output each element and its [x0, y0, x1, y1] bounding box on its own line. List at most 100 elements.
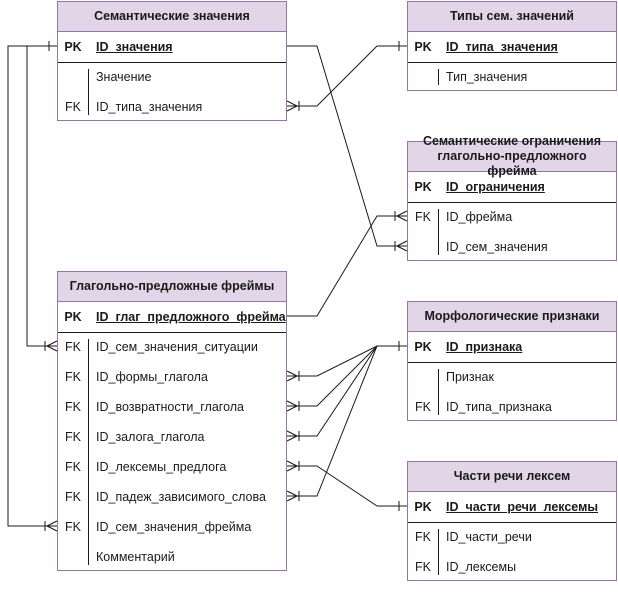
- entity-title: Части речи лексем: [408, 462, 616, 492]
- key-column-divider: [88, 69, 89, 115]
- key-marker: [408, 62, 438, 92]
- primary-key-row[interactable]: PK ID_типа_значения: [408, 32, 616, 63]
- entity-title: Семантические значения: [58, 2, 286, 32]
- attribute-row[interactable]: FK ID_падеж_зависимого_слова: [58, 482, 286, 512]
- field-name: ID_сем_значения_фрейма: [96, 520, 252, 534]
- field-name: ID_падеж_зависимого_слова: [96, 490, 266, 504]
- link-values-to-constraints-crowsfoot: [396, 240, 408, 252]
- attribute-row[interactable]: Признак: [408, 362, 616, 392]
- attribute-row[interactable]: FK ID_залога_глагола: [58, 422, 286, 452]
- attribute-row[interactable]: Значение: [58, 62, 286, 92]
- link-values-to-frame-situation: [26, 45, 57, 347]
- key-marker: PK: [414, 500, 432, 514]
- key-marker: FK: [415, 210, 431, 224]
- link-morph-to-frame-0-crowsfoot: [286, 370, 298, 382]
- key-marker: PK: [64, 40, 82, 54]
- key-column-divider: [88, 339, 89, 565]
- link-morph-to-frame-1-crowsfoot: [286, 400, 298, 412]
- key-marker: [408, 362, 438, 392]
- field-name: ID_возвратности_глагола: [96, 400, 244, 414]
- field-name: Комментарий: [96, 550, 175, 564]
- key-marker: PK: [414, 340, 432, 354]
- attribute-row[interactable]: FK ID_типа_признака: [408, 392, 616, 422]
- field-name: ID_глаг_предложного_фрейма: [96, 310, 286, 324]
- key-marker: FK: [415, 530, 431, 544]
- attribute-row[interactable]: Тип_значения: [408, 62, 616, 92]
- attribute-row[interactable]: FK ID_лексемы: [408, 552, 616, 582]
- link-morph-to-frame-3-crowsfoot: [286, 490, 298, 502]
- link-types-to-values: [287, 45, 407, 107]
- key-marker: FK: [65, 460, 81, 474]
- attribute-row[interactable]: FK ID_сем_значения_ситуации: [58, 332, 286, 362]
- entity-semantic-constraints[interactable]: Семантические ограничения глагольно-пред…: [407, 134, 617, 262]
- primary-key-row[interactable]: PK ID_признака: [408, 332, 616, 363]
- link-lexeme-to-frame: [287, 465, 407, 507]
- key-marker: FK: [415, 400, 431, 414]
- field-name: ID_типа_значения: [446, 40, 558, 54]
- attribute-row[interactable]: ID_сем_значения: [408, 232, 616, 262]
- key-column-divider: [438, 209, 439, 255]
- key-marker: FK: [65, 520, 81, 534]
- key-marker: [58, 62, 88, 92]
- link-types-to-values-crowsfoot: [286, 100, 298, 112]
- field-name: ID_фрейма: [446, 210, 513, 224]
- key-marker: PK: [414, 40, 432, 54]
- key-marker: FK: [65, 340, 81, 354]
- key-marker: [408, 232, 438, 262]
- field-name: ID_части_речи_лексемы: [446, 500, 599, 514]
- entity-title: Морфологические признаки: [408, 302, 616, 332]
- attribute-row[interactable]: FK ID_фрейма: [408, 202, 616, 232]
- link-frames-to-constraints: [287, 215, 407, 317]
- field-name: ID_признака: [446, 340, 523, 354]
- entity-title: Типы сем. значений: [408, 2, 616, 32]
- attribute-row[interactable]: FK ID_лексемы_предлога: [58, 452, 286, 482]
- attribute-row[interactable]: FK ID_возвратности_глагола: [58, 392, 286, 422]
- attribute-row[interactable]: Комментарий: [58, 542, 286, 572]
- key-column-divider: [438, 69, 439, 85]
- link-morph-to-frame-2-crowsfoot: [286, 430, 298, 442]
- key-marker: FK: [65, 100, 81, 114]
- link-morph-to-frame-2: [287, 345, 407, 437]
- field-name: ID_ограничения: [446, 180, 545, 194]
- field-name: ID_лексемы_предлога: [96, 460, 227, 474]
- key-marker: FK: [65, 490, 81, 504]
- field-name: Признак: [446, 370, 494, 384]
- key-marker: FK: [65, 400, 81, 414]
- key-marker: [58, 542, 88, 572]
- field-name: Значение: [96, 70, 152, 84]
- key-marker: FK: [65, 430, 81, 444]
- link-morph-to-frame-3: [287, 345, 407, 497]
- link-morph-to-frame-0: [287, 345, 407, 377]
- link-lexeme-to-frame-crowsfoot: [286, 460, 298, 472]
- field-name: Тип_значения: [446, 70, 528, 84]
- field-name: ID_залога_глагола: [96, 430, 205, 444]
- primary-key-row[interactable]: PK ID_ограничения: [408, 172, 616, 203]
- field-name: ID_сем_значения: [446, 240, 548, 254]
- link-values-to-frame-meaning-crowsfoot: [46, 520, 58, 532]
- key-column-divider: [438, 369, 439, 415]
- field-name: ID_типа_признака: [446, 400, 552, 414]
- primary-key-row[interactable]: PK ID_части_речи_лексемы: [408, 492, 616, 523]
- link-values-to-frame-meaning: [7, 45, 57, 527]
- key-column-divider: [438, 529, 439, 575]
- key-marker: FK: [415, 560, 431, 574]
- link-values-to-frame-situation-crowsfoot: [46, 340, 58, 352]
- entity-title: Глагольно-предложные фреймы: [58, 272, 286, 302]
- field-name: ID_лексемы: [446, 560, 517, 574]
- field-name: ID_сем_значения_ситуации: [96, 340, 258, 354]
- attribute-row[interactable]: FK ID_сем_значения_фрейма: [58, 512, 286, 542]
- key-marker: PK: [414, 180, 432, 194]
- key-marker: FK: [65, 370, 81, 384]
